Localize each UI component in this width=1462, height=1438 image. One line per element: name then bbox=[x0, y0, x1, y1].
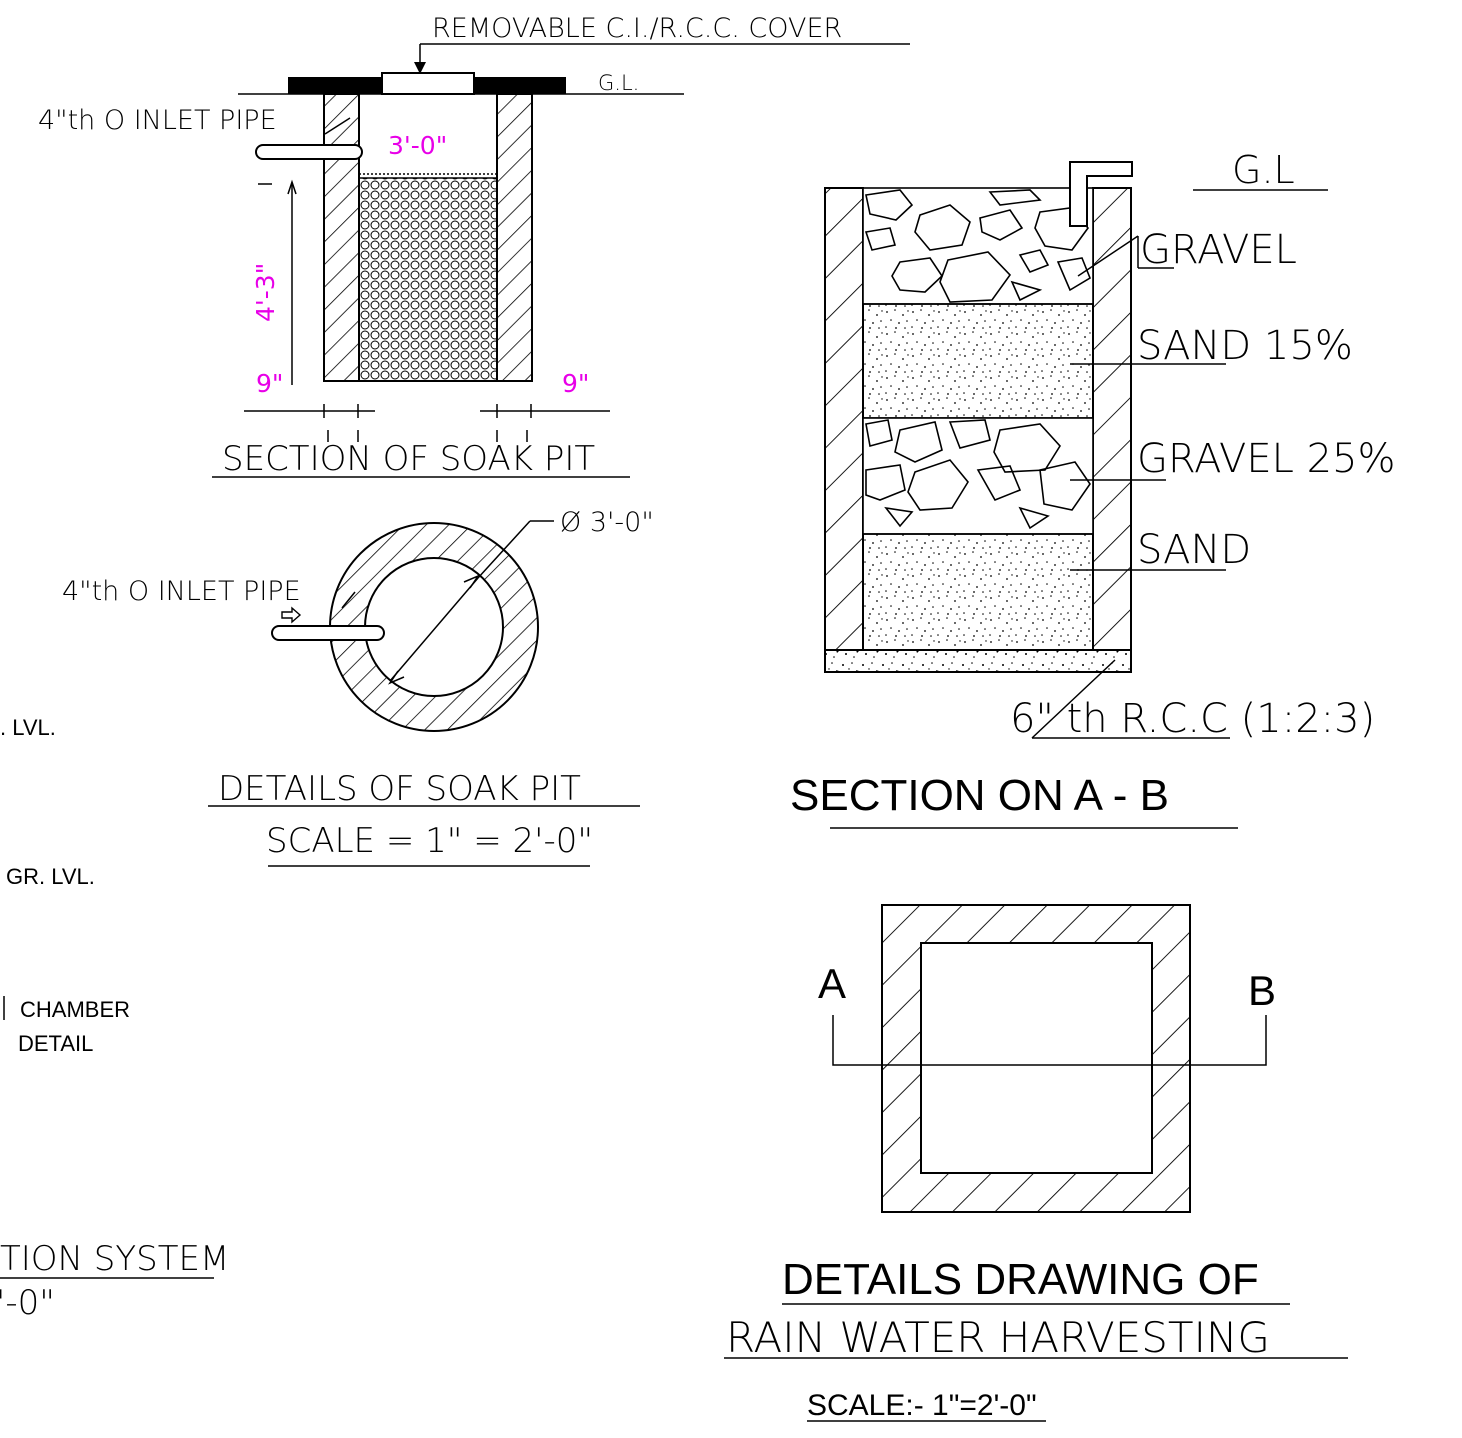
layer-gravel-25-label: GRAVEL 25% bbox=[1137, 436, 1396, 482]
inlet-label-plan: 4"th O INLET PIPE bbox=[62, 576, 301, 607]
inlet-pipe-plan bbox=[271, 625, 385, 641]
soak-pit-plan: Ø 3'-0" 4"th O INLET PIPE DETAILS OF SOA… bbox=[62, 507, 654, 867]
inlet-label: 4"th O INLET PIPE bbox=[38, 105, 277, 136]
cover-slab-left bbox=[288, 77, 383, 94]
layer-gravel-label: GRAVEL bbox=[1140, 227, 1297, 273]
inner-bore bbox=[364, 557, 504, 697]
title-line-1: DETAILS DRAWING OF bbox=[782, 1255, 1259, 1304]
gl-label: G.L. bbox=[598, 71, 639, 95]
right-wall-ab bbox=[1092, 187, 1132, 651]
outlet-pipe bbox=[1069, 161, 1133, 227]
diameter-line bbox=[389, 577, 479, 682]
soak-plan-title: DETAILS OF SOAK PIT bbox=[218, 769, 581, 809]
layer-sand-15-label: SAND 15% bbox=[1137, 323, 1353, 369]
detail-label: DETAIL bbox=[18, 1031, 93, 1056]
width-dimension: 3'-0" bbox=[388, 131, 447, 160]
section-ab-title: SECTION ON A - B bbox=[790, 771, 1169, 820]
gravel-layer-25 bbox=[862, 417, 1094, 535]
soak-pit-section: REMOVABLE C.I./R.C.C. COVER G.L. 4"th O … bbox=[38, 13, 910, 479]
filter-media bbox=[358, 177, 498, 382]
arrow-icon bbox=[414, 62, 426, 74]
gravel-layer-top bbox=[862, 187, 1094, 305]
gl-label-ab: G.L bbox=[1232, 148, 1295, 192]
system-title-fragment: TION SYSTEM bbox=[0, 1239, 229, 1279]
title-scale: SCALE:- 1"=2'-0" bbox=[807, 1389, 1037, 1422]
removable-cover bbox=[381, 72, 475, 95]
plan-a-b: A B bbox=[818, 904, 1276, 1213]
cover-label: REMOVABLE C.I./R.C.C. COVER bbox=[432, 13, 842, 44]
left-wall bbox=[323, 93, 360, 382]
wall-dim-left: 9" bbox=[256, 369, 283, 398]
soak-section-title: SECTION OF SOAK PIT bbox=[222, 439, 595, 479]
gravel-stones-mid bbox=[865, 419, 1091, 530]
diameter-label: Ø 3'-0" bbox=[560, 507, 654, 538]
layer-sand-label: SAND bbox=[1137, 527, 1251, 573]
inlet-pipe bbox=[255, 144, 363, 160]
sheet-title: DETAILS DRAWING OF RAIN WATER HARVESTING… bbox=[724, 1255, 1348, 1422]
left-edge-fragments: . LVL. GR. LVL. CHAMBER DETAIL TION SYST… bbox=[0, 715, 229, 1323]
depth-dimension: 4'-3" bbox=[251, 263, 280, 322]
left-wall-ab bbox=[824, 187, 864, 651]
level-label: . LVL. bbox=[0, 715, 56, 740]
title-line-2: RAIN WATER HARVESTING bbox=[726, 1313, 1270, 1362]
system-scale-fragment: '-0" bbox=[0, 1283, 55, 1323]
right-wall bbox=[496, 93, 533, 382]
ground-level-label: GR. LVL. bbox=[6, 864, 95, 889]
sand-layer-15 bbox=[862, 303, 1094, 419]
cover-slab-right bbox=[472, 77, 566, 94]
flow-arrow-icon bbox=[281, 606, 302, 624]
section-mark-a: A bbox=[818, 960, 846, 1007]
section-mark-b: B bbox=[1248, 967, 1276, 1014]
base-label: 6" th R.C.C (1:2:3) bbox=[1010, 696, 1375, 742]
chamber-label: CHAMBER bbox=[20, 997, 130, 1022]
sand-layer-bottom bbox=[862, 533, 1094, 651]
section-a-b: G.L bbox=[790, 148, 1396, 829]
rcc-base bbox=[824, 649, 1132, 673]
soak-plan-scale: SCALE = 1" = 2'-0" bbox=[266, 821, 593, 861]
section-cut-line bbox=[832, 1015, 1267, 1066]
wall-dim-right: 9" bbox=[562, 369, 589, 398]
plan-inner-pit bbox=[920, 942, 1153, 1174]
